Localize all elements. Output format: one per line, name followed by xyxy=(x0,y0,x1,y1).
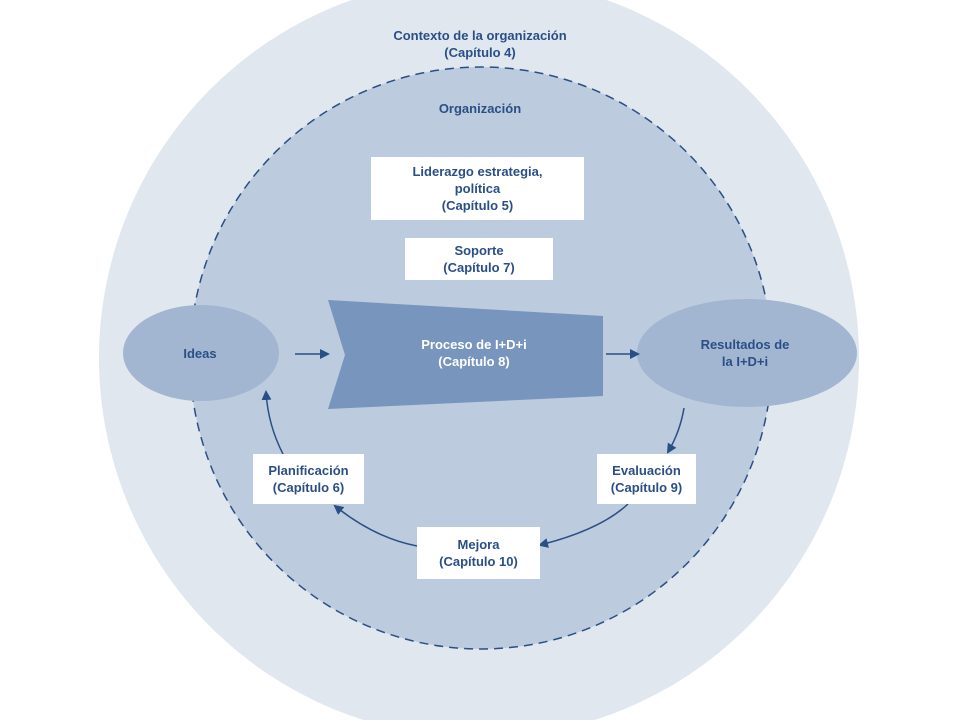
ideas-label: Ideas xyxy=(150,342,250,364)
ideas-ellipse xyxy=(123,305,279,401)
ideas-text: Ideas xyxy=(183,345,217,361)
arrow-planning-to-ideas xyxy=(261,390,284,455)
improvement-line2: (Capítulo 10) xyxy=(439,554,518,569)
improvement-line1: Mejora xyxy=(457,537,500,552)
support-line2: (Capítulo 7) xyxy=(443,260,515,275)
context-label: Contexto de la organización (Capítulo 4) xyxy=(330,27,630,61)
process-shape xyxy=(328,300,603,409)
leadership-box: Liderazgo estrategia, política (Capítulo… xyxy=(371,157,584,220)
planning-line1: Planificación xyxy=(268,463,349,478)
evaluation-line2: (Capítulo 9) xyxy=(610,480,683,495)
arrow-evaluation-to-improvement xyxy=(538,503,629,548)
improvement-box: Mejora (Capítulo 10) xyxy=(417,527,540,579)
context-label-line2: (Capítulo 4) xyxy=(444,45,516,60)
context-label-line1: Contexto de la organización xyxy=(393,28,567,43)
evaluation-line1: Evaluación xyxy=(612,463,681,478)
evaluation-box: Evaluación (Capítulo 9) xyxy=(597,454,696,504)
results-line2: la I+D+i xyxy=(721,354,769,369)
leadership-line2: política xyxy=(454,181,501,196)
arrow-results-to-evaluation xyxy=(666,407,685,454)
arrow-improvement-to-planning xyxy=(333,504,418,547)
process-label: Proceso de I+D+i (Capítulo 8) xyxy=(345,330,603,376)
results-label: Resultados de la I+D+i xyxy=(660,332,830,374)
support-line1: Soporte xyxy=(454,243,504,258)
support-box: Soporte (Capítulo 7) xyxy=(405,238,553,280)
planning-box: Planificación (Capítulo 6) xyxy=(253,454,364,504)
process-line2: (Capítulo 8) xyxy=(438,354,510,369)
leadership-line1: Liderazgo estrategia, xyxy=(412,164,543,179)
process-line1: Proceso de I+D+i xyxy=(421,337,527,352)
leadership-line3: (Capítulo 5) xyxy=(441,198,514,213)
planning-line2: (Capítulo 6) xyxy=(272,480,345,495)
organization-label: Organización xyxy=(380,100,580,117)
results-ellipse xyxy=(637,299,857,407)
organization-label-text: Organización xyxy=(438,101,522,116)
results-line1: Resultados de xyxy=(700,337,790,352)
